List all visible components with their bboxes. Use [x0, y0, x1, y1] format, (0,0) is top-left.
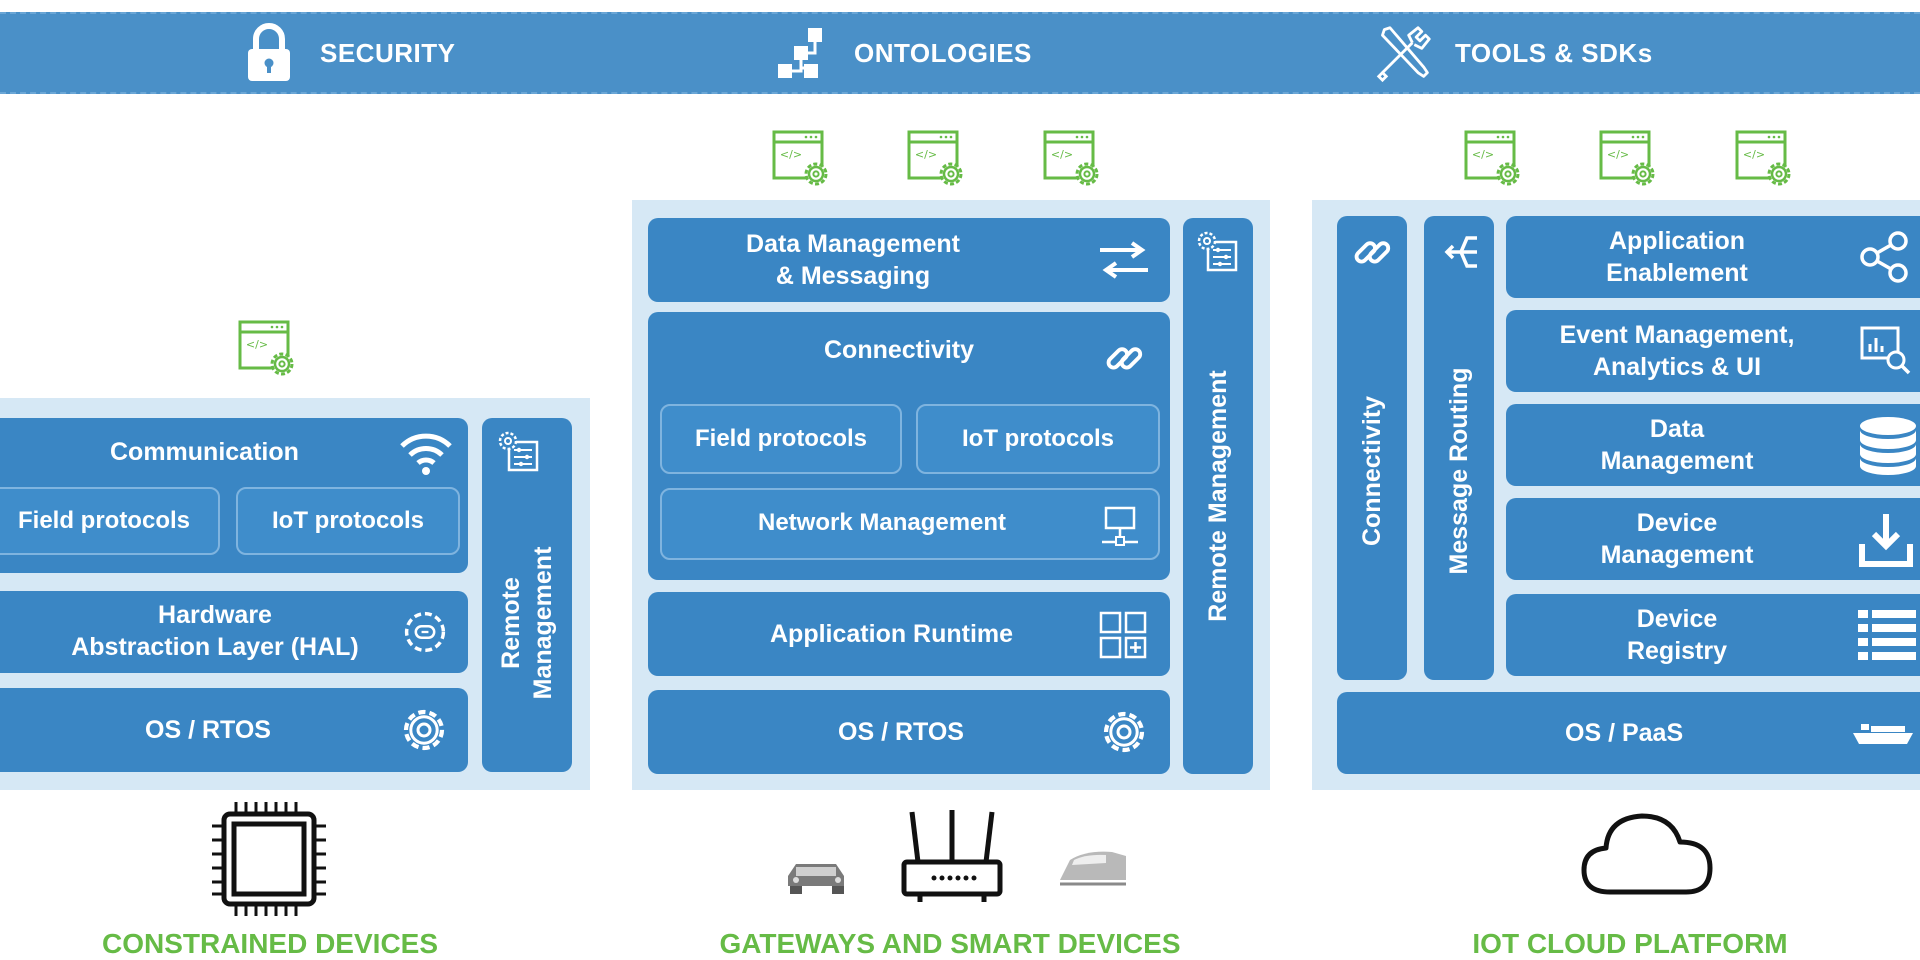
- routing-icon: [1444, 236, 1477, 268]
- os-rtos-box: OS / RTOS: [648, 690, 1170, 774]
- hardware-gear-icon: [404, 611, 446, 653]
- hal-label: Hardware Abstraction Layer (HAL): [71, 601, 359, 661]
- hierarchy-icon: [774, 24, 832, 82]
- field-protocols-box: Field protocols: [660, 404, 902, 474]
- category-label-cloud: IOT CLOUD PLATFORM: [1472, 928, 1788, 959]
- os-rtos-label: OS / RTOS: [145, 716, 271, 744]
- remote-management-label: Remote Management: [1204, 370, 1232, 622]
- application-runtime-label: Application Runtime: [770, 620, 1014, 648]
- category-label-constrained: CONSTRAINED DEVICES: [101, 928, 439, 959]
- code-settings-icon: [1464, 130, 1524, 190]
- gear-icon: [400, 706, 448, 754]
- os-paas-box: OS / PaaS: [1337, 692, 1920, 774]
- code-settings-icon: [772, 130, 832, 190]
- network-management-box: Network Management: [660, 488, 1160, 560]
- application-runtime-box: Application Runtime: [648, 592, 1170, 676]
- data-management-box: Data Management: [1506, 404, 1920, 486]
- exchange-arrows-icon: [1100, 241, 1148, 279]
- banner-label: ONTOLOGIES: [854, 37, 1032, 68]
- container-ship-icon: [1853, 724, 1913, 744]
- link-icon: [1350, 230, 1394, 274]
- code-settings-icon: [1599, 130, 1659, 190]
- communication-label: Communication: [110, 438, 299, 466]
- category-label-gateways: GATEWAYS AND SMART DEVICES: [719, 928, 1181, 959]
- remote-management-box: Remote Management: [1183, 218, 1253, 774]
- application-enablement-box: Application Enablement: [1506, 216, 1920, 298]
- network-management-label: Network Management: [758, 509, 1007, 536]
- remote-management-label: Remote Management: [497, 546, 557, 700]
- tools-icon: [1375, 24, 1433, 83]
- apps-grid-icon: [1099, 611, 1147, 659]
- microchip-icon: [212, 802, 326, 916]
- banner-label: SECURITY: [320, 37, 456, 68]
- device-registry-label: Device Registry: [1626, 605, 1728, 665]
- remote-management-box: Remote Management: [482, 418, 572, 772]
- top-banner: [0, 12, 1920, 94]
- banner-security: SECURITY: [240, 12, 455, 94]
- wifi-icon: [400, 433, 452, 475]
- gear-icon: [1100, 708, 1148, 756]
- data-messaging-box: Data Management & Messaging: [648, 218, 1170, 302]
- car-icon: [788, 864, 844, 894]
- train-icon: [1060, 851, 1126, 886]
- share-icon: [1860, 231, 1908, 283]
- link-icon: [1102, 336, 1146, 380]
- iot-protocols-box: IoT protocols: [916, 404, 1160, 474]
- device-management-label: Device Management: [1600, 509, 1754, 569]
- iot-protocols-label: IoT protocols: [272, 507, 424, 534]
- data-management-label: Data Management: [1600, 415, 1754, 475]
- message-routing-box: Message Routing: [1424, 216, 1494, 680]
- iot-protocols-label: IoT protocols: [962, 425, 1114, 452]
- banner-tools: TOOLS & SDKs: [1375, 12, 1653, 94]
- database-icon: [1860, 417, 1916, 475]
- router-icon: [901, 810, 1003, 902]
- banner-label: TOOLS & SDKs: [1455, 37, 1653, 68]
- field-protocols-box: Field protocols: [0, 487, 220, 555]
- code-settings-icon: [907, 130, 967, 190]
- data-messaging-label: Data Management & Messaging: [746, 230, 960, 290]
- message-routing-label: Message Routing: [1445, 367, 1473, 575]
- remote-management-icon: [497, 430, 541, 474]
- device-management-box: Device Management: [1506, 498, 1920, 580]
- os-paas-label: OS / PaaS: [1565, 719, 1684, 747]
- connectivity-label: Connectivity: [824, 336, 975, 364]
- event-management-box: Event Management, Analytics & UI: [1506, 310, 1920, 392]
- code-settings-icon: [238, 320, 298, 380]
- iot-protocols-box: IoT protocols: [236, 487, 460, 555]
- code-settings-icon: [1735, 130, 1795, 190]
- code-settings-icon: [1043, 130, 1103, 190]
- os-rtos-box: OS / RTOS: [0, 688, 468, 772]
- device-registry-box: Device Registry: [1506, 594, 1920, 676]
- analytics-search-icon: [1860, 326, 1911, 375]
- connectivity-label: Connectivity: [1358, 396, 1386, 547]
- hal-box: Hardware Abstraction Layer (HAL): [0, 591, 468, 673]
- field-protocols-label: Field protocols: [17, 507, 190, 534]
- cloud-icon: [1581, 813, 1713, 895]
- list-icon: [1858, 610, 1916, 660]
- application-enablement-label: Application Enablement: [1606, 227, 1748, 287]
- download-icon: [1859, 514, 1913, 567]
- network-icon: [1102, 506, 1138, 546]
- field-protocols-label: Field protocols: [694, 425, 867, 452]
- os-rtos-label: OS / RTOS: [838, 718, 964, 746]
- lock-icon: [240, 23, 298, 82]
- banner-ontologies: ONTOLOGIES: [774, 12, 1032, 94]
- event-management-label: Event Management, Analytics & UI: [1559, 321, 1795, 381]
- remote-management-icon: [1196, 230, 1240, 274]
- cloud-panel: [1312, 200, 1920, 790]
- connectivity-box: Connectivity: [1337, 216, 1407, 680]
